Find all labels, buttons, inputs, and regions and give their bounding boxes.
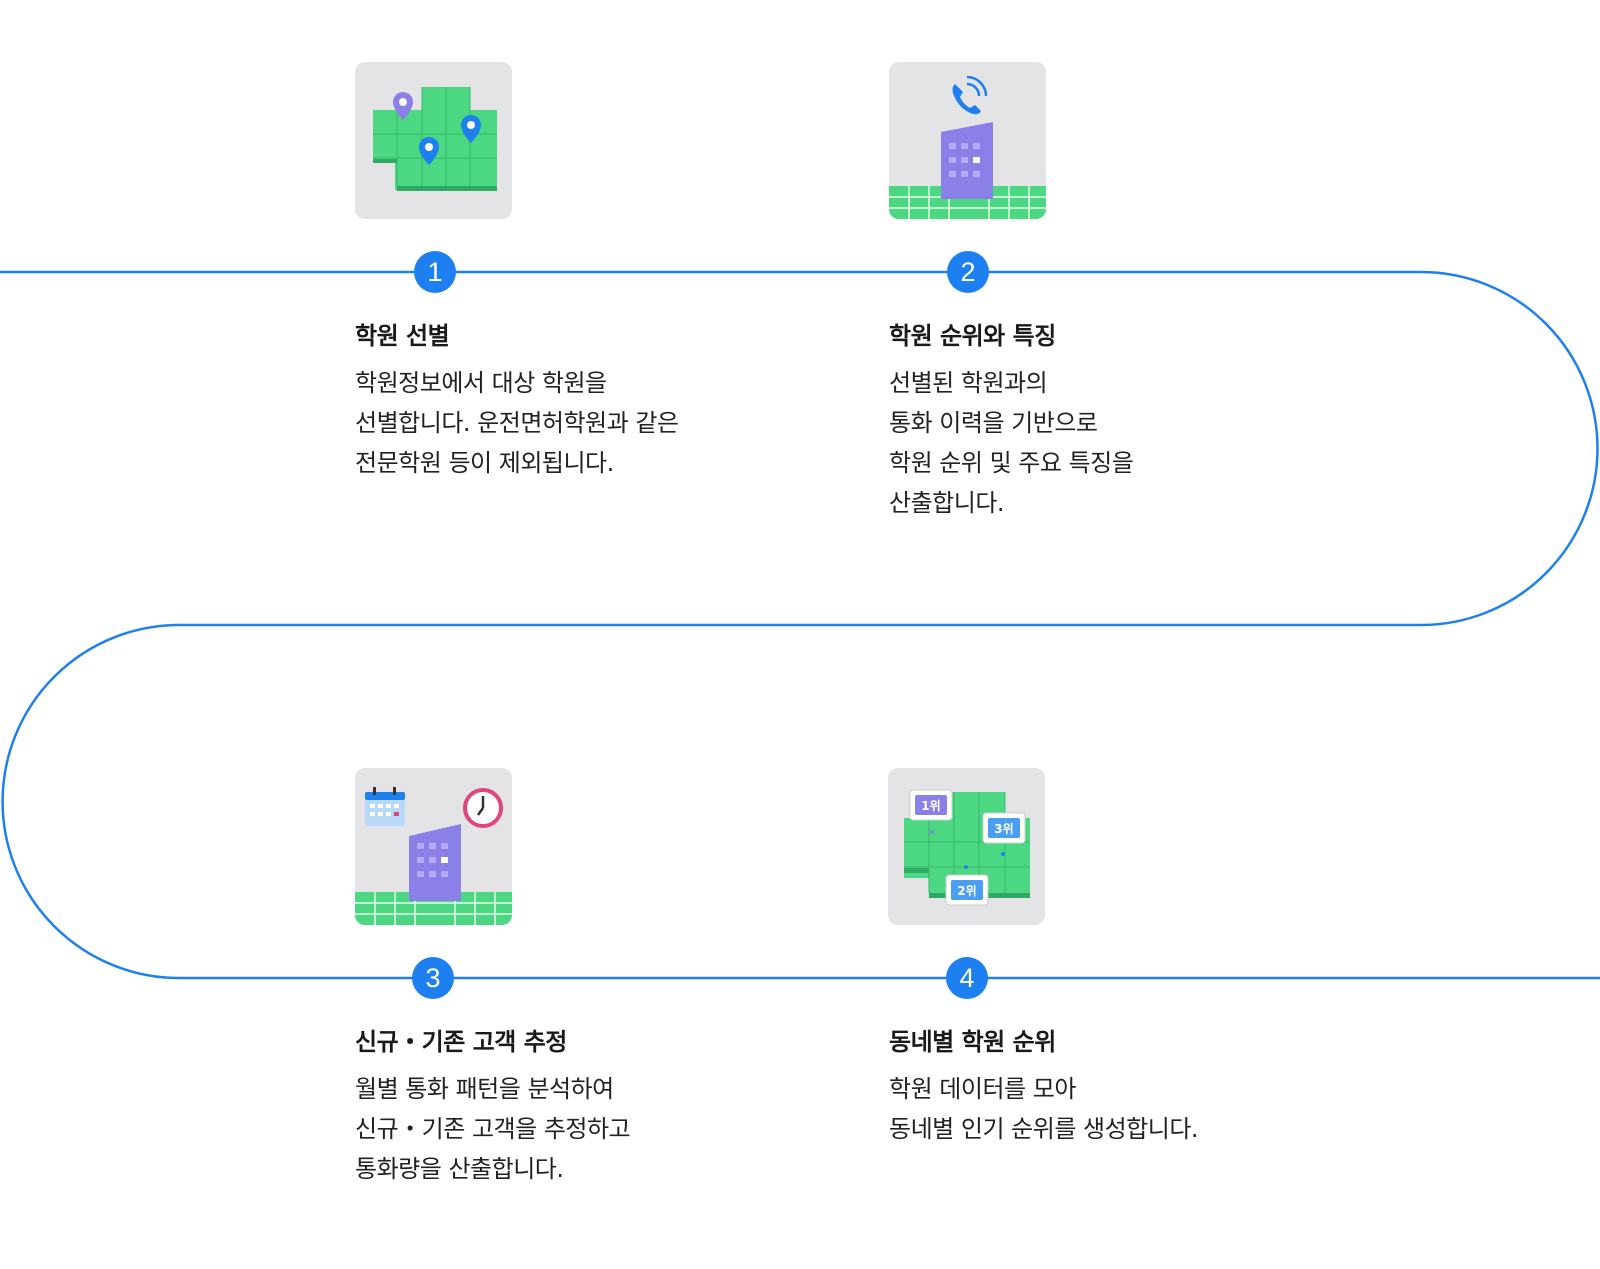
ranking-map-icon: 1위 3위 2위 [904, 789, 1030, 906]
step-1-desc-line: 학원정보에서 대상 학원을 [355, 369, 607, 397]
step-2-desc-line: 학원 순위 및 주요 특징을 [889, 449, 1134, 477]
step-4-number: 4 [946, 957, 988, 999]
step-4-title: 동네별 학원 순위 [889, 1028, 1056, 1056]
step-1-illustration [355, 62, 512, 219]
step-4-description: 학원 데이터를 모아 동네별 인기 순위를 생성합니다. [889, 1069, 1199, 1149]
step-4-illustration: 1위 3위 2위 [888, 768, 1045, 925]
step-2-description: 선별된 학원과의 통화 이력을 기반으로 학원 순위 및 주요 특징을 산출합니… [889, 363, 1134, 523]
rank-label-2: 2위 [957, 884, 976, 898]
rank-label-3: 3위 [994, 822, 1013, 836]
phone-building-icon [889, 75, 1046, 219]
step-3-illustration [355, 768, 512, 925]
step-3-desc-line: 월별 통화 패턴을 분석하여 [355, 1075, 614, 1103]
step-1-number: 1 [414, 251, 456, 293]
rank-label-1: 1위 [921, 799, 940, 813]
step-1-desc-line: 전문학원 등이 제외됩니다. [355, 449, 614, 477]
step-3-title: 신규・기존 고객 추정 [355, 1028, 567, 1056]
calendar-clock-building-icon [355, 787, 512, 925]
step-1-description: 학원정보에서 대상 학원을 선별합니다. 운전면허학원과 같은 전문학원 등이 … [355, 363, 679, 483]
step-2-illustration [889, 62, 1046, 219]
step-3-number: 3 [412, 957, 454, 999]
step-2-desc-line: 산출합니다. [889, 489, 1005, 517]
step-2-desc-line: 선별된 학원과의 [889, 369, 1048, 397]
step-1-title: 학원 선별 [355, 322, 450, 350]
step-2-desc-line: 통화 이력을 기반으로 [889, 409, 1098, 437]
map-pins-icon [373, 87, 497, 192]
step-4-desc-line: 학원 데이터를 모아 [889, 1075, 1076, 1103]
step-2-number: 2 [947, 251, 989, 293]
step-4-desc-line: 동네별 인기 순위를 생성합니다. [889, 1115, 1199, 1143]
step-3-description: 월별 통화 패턴을 분석하여 신규・기존 고객을 추정하고 통화량을 산출합니다… [355, 1069, 631, 1189]
step-3-desc-line: 신규・기존 고객을 추정하고 [355, 1115, 631, 1143]
step-3-desc-line: 통화량을 산출합니다. [355, 1155, 564, 1183]
step-2-title: 학원 순위와 특징 [889, 322, 1056, 350]
step-1-desc-line: 선별합니다. 운전면허학원과 같은 [355, 409, 679, 437]
